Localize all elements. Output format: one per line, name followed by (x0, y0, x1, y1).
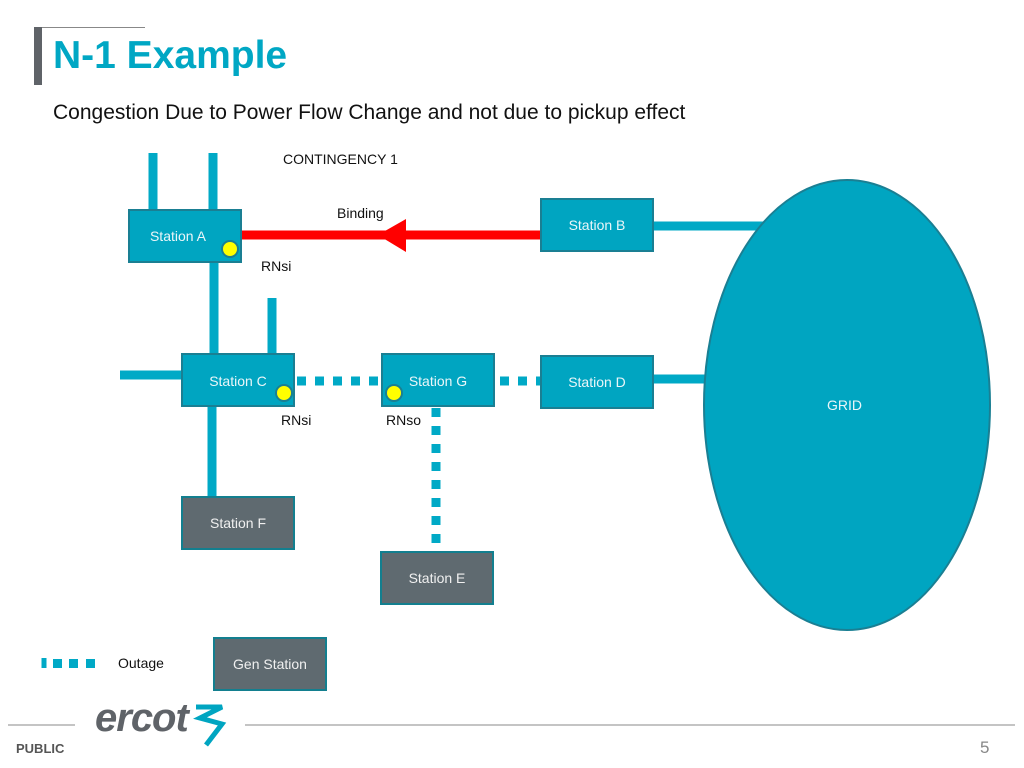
page-title: N-1 Example (53, 34, 288, 77)
station-e: Station E (380, 551, 494, 605)
gen-station-legend: Gen Station (213, 637, 327, 691)
outage-legend-icon (53, 659, 95, 668)
grid-ellipse (703, 179, 991, 631)
ercot-logo-icon (193, 704, 227, 747)
node-c-icon (275, 384, 293, 402)
outage-legend-label: Outage (118, 655, 164, 671)
node-a-label: RNsi (261, 258, 292, 274)
classification-label: PUBLIC (16, 741, 65, 756)
node-g-label: RNso (386, 412, 422, 428)
station-c: Station C (181, 353, 295, 407)
station-b: Station B (540, 198, 654, 252)
station-f: Station F (181, 496, 295, 550)
binding-arrow-icon (378, 219, 406, 252)
ercot-logo: ercot (95, 696, 189, 740)
node-a-icon (221, 240, 239, 258)
node-c-label: RNsi (281, 412, 312, 428)
contingency-label: CONTINGENCY 1 (283, 151, 398, 167)
title-accent-bar (34, 27, 42, 85)
page-number: 5 (980, 738, 990, 757)
page-subtitle: Congestion Due to Power Flow Change and … (53, 101, 686, 124)
grid-label: GRID (827, 397, 862, 413)
node-g-icon (385, 384, 403, 402)
binding-label: Binding (337, 205, 384, 221)
station-d: Station D (540, 355, 654, 409)
